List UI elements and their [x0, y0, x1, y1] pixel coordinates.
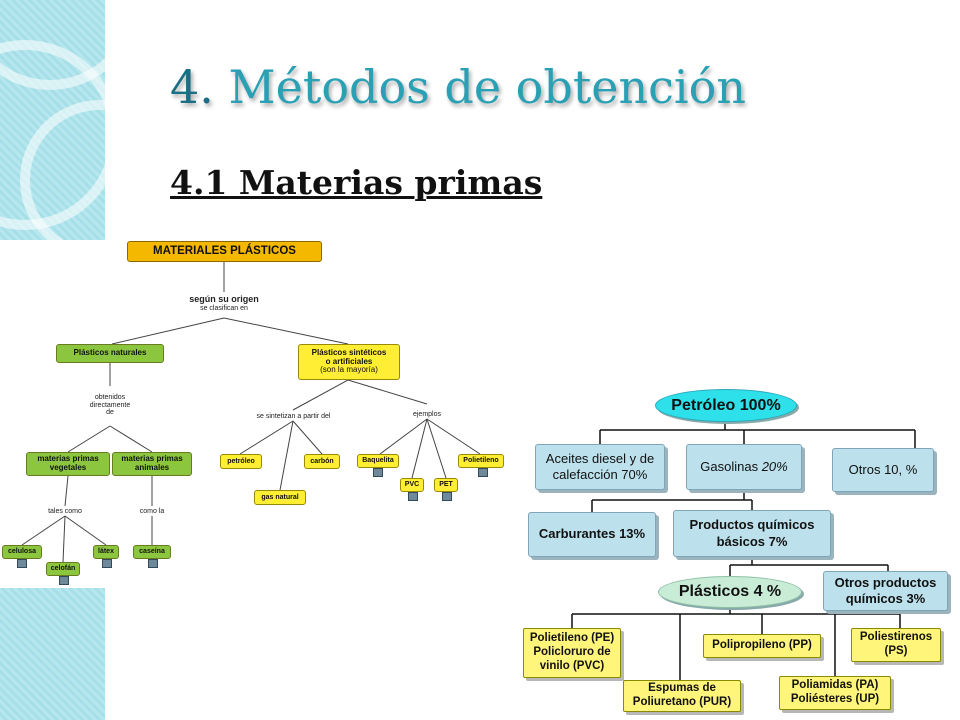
link-se-sintetizan: se sintetizan a partir del	[256, 413, 331, 420]
concept-carbon: carbón	[304, 454, 340, 469]
link-tales-como: tales como	[48, 508, 82, 515]
node-otros-productos: Otros productos químicos 3%	[823, 571, 948, 611]
concept-baquelita: Baquelita	[357, 454, 399, 468]
node-otros: Otros 10, %	[832, 448, 934, 492]
node-polietileno-pvc: Polietileno (PE) Policloruro de vinilo (…	[523, 628, 621, 678]
slide-title: 4. Métodos de obtención	[170, 60, 746, 114]
resource-icon	[148, 559, 158, 568]
sinteticos-sub: (son la mayoría)	[320, 365, 378, 375]
concept-caseina: caseína	[133, 545, 171, 559]
resource-icon	[17, 559, 27, 568]
concept-plasticos-sinteticos: Plásticos sintéticos o artificiales (son…	[298, 344, 400, 380]
link-origin-sub-label: se clasifican en	[200, 304, 248, 312]
link-de-label: de	[106, 409, 114, 417]
node-poliamidas-poliesteres: Poliamidas (PA) Poliésteres (UP)	[779, 676, 891, 710]
link-origin-label: según su origen	[189, 294, 259, 304]
concept-materias-primas-vegetales: materias primas vegetales	[26, 452, 110, 476]
concept-celulosa: celulosa	[2, 545, 42, 559]
link-como-la: como la	[139, 508, 165, 515]
concept-polietileno: Polietileno	[458, 454, 504, 468]
link-ejemplos: ejemplos	[412, 411, 441, 418]
node-espumas-poliuretano: Espumas de Poliuretano (PUR)	[623, 680, 741, 712]
title-number: 4.	[170, 60, 214, 114]
resource-icon	[478, 468, 488, 477]
concept-pvc: PVC	[400, 478, 424, 492]
sinteticos-line-2: o artificiales	[325, 356, 373, 366]
link-directamente-label: directamente	[89, 401, 131, 409]
node-gasolinas: Gasolinas 20%	[686, 444, 802, 490]
decorative-sidebar-top	[0, 0, 105, 240]
concept-materias-primas-animales: materias primas animales	[112, 452, 192, 476]
gasolinas-pct: 20%	[761, 458, 788, 474]
resource-icon	[373, 468, 383, 477]
sinteticos-line-1: Plásticos sintéticos	[311, 347, 387, 357]
concept-petroleo: petróleo	[220, 454, 262, 469]
link-segun-su-origen: según su origen se clasifican en	[174, 294, 274, 313]
concept-gas-natural: gas natural	[254, 490, 306, 505]
slide-subtitle: 4.1 Materias primas	[170, 163, 543, 202]
decorative-sidebar-bottom	[0, 588, 105, 720]
node-polipropileno: Polipropileno (PP)	[703, 634, 821, 658]
resource-icon	[59, 576, 69, 585]
resource-icon	[102, 559, 112, 568]
concept-plasticos-naturales: Plásticos naturales	[56, 344, 164, 363]
node-aceites: Aceites diesel y de calefacción 70%	[535, 444, 665, 490]
title-text: Métodos de obtención	[228, 60, 746, 114]
node-plasticos: Plásticos 4 %	[658, 576, 802, 608]
node-poliestirenos: Poliestirenos (PS)	[851, 628, 941, 662]
resource-icon	[408, 492, 418, 501]
concept-root-materiales-plasticos: MATERIALES PLÁSTICOS	[127, 241, 322, 262]
resource-icon	[442, 492, 452, 501]
node-carburantes: Carburantes 13%	[528, 512, 656, 557]
gasolinas-label: Gasolinas	[700, 458, 759, 474]
concept-pet: PET	[434, 478, 458, 492]
concept-latex: látex	[93, 545, 119, 559]
link-obtenidos-label: obtenidos	[94, 394, 126, 401]
node-petroleo: Petróleo 100%	[655, 389, 797, 422]
node-productos-quimicos: Productos químicos básicos 7%	[673, 510, 831, 557]
concept-celofan: celofán	[46, 562, 80, 576]
link-obtenidos-directamente: obtenidos directamente de	[75, 394, 145, 417]
